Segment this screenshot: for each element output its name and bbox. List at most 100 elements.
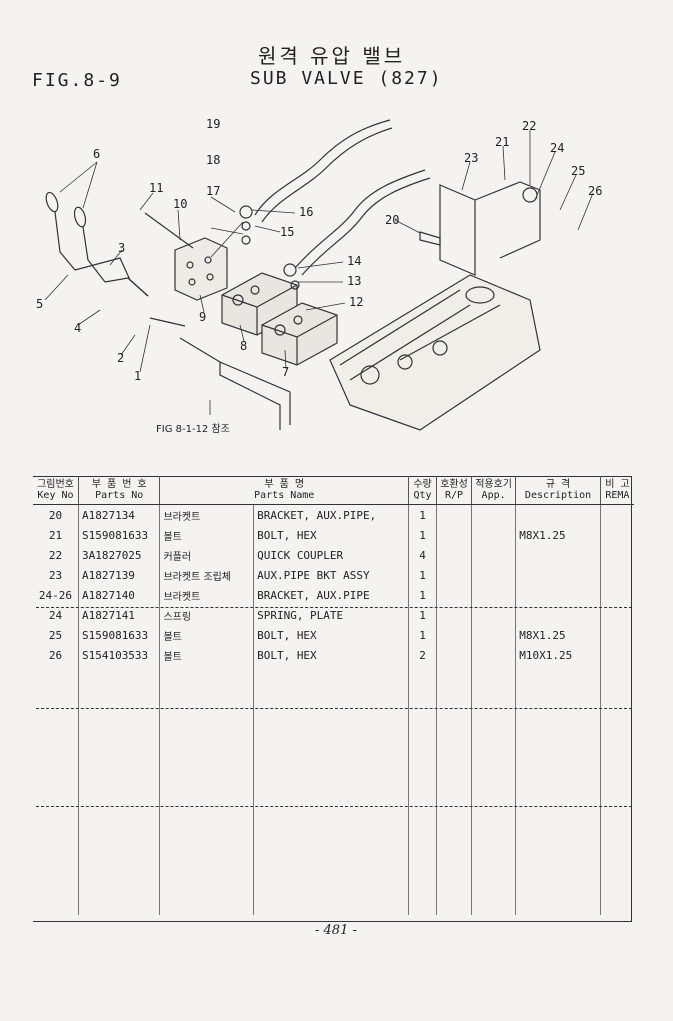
cell-remarks — [600, 585, 634, 605]
cell-qty: 1 — [408, 525, 438, 545]
svg-text:24: 24 — [550, 141, 564, 155]
cell-qty: 4 — [408, 545, 438, 565]
cell-remarks — [600, 645, 634, 665]
cell-part-no: S159081633 — [78, 525, 161, 545]
cell-name: BRACKET, AUX.PIPE, — [253, 504, 409, 525]
cell-remarks — [600, 545, 634, 565]
pin-1 — [149, 317, 186, 327]
cell-key: 25 — [33, 625, 79, 645]
cell-name-ko: 브라켓트 — [159, 504, 255, 525]
group-separator — [36, 806, 632, 807]
cell-app — [471, 504, 517, 525]
svg-text:5: 5 — [36, 297, 43, 311]
svg-text:8: 8 — [240, 339, 247, 353]
svg-text:2: 2 — [117, 351, 124, 365]
transmission-housing — [329, 274, 541, 431]
cell-key: 24 — [33, 605, 79, 625]
cell-key: 24-26 — [33, 585, 79, 605]
aux-pipe-bracket-23 — [439, 184, 476, 276]
svg-text:17: 17 — [206, 184, 220, 198]
cell-name-ko: 볼트 — [159, 525, 255, 545]
svg-text:25: 25 — [571, 164, 585, 178]
cell-key: 23 — [33, 565, 79, 585]
cell-key: 20 — [33, 504, 79, 525]
cell-rp — [436, 585, 472, 605]
cell-name-ko: 커플러 — [159, 545, 255, 565]
cell-qty: 1 — [408, 625, 438, 645]
title-english: SUB VALVE (827) — [250, 68, 443, 89]
svg-text:13: 13 — [347, 274, 361, 288]
cell-name: QUICK COUPLER — [253, 545, 409, 565]
cell-rp — [436, 525, 472, 545]
svg-text:22: 22 — [522, 119, 536, 133]
cell-desc — [515, 565, 601, 585]
cell-name-ko: 스프링 — [159, 605, 255, 625]
svg-text:6: 6 — [93, 147, 100, 161]
title-korean: 원격 유압 밸브 — [258, 44, 406, 68]
cell-name: BOLT, HEX — [253, 625, 409, 645]
figure-label: FIG.8-9 — [32, 70, 122, 91]
cell-name-ko: 볼트 — [159, 645, 255, 665]
cell-app — [471, 525, 517, 545]
page-number: - 481 - — [315, 923, 357, 938]
cell-name: SPRING, PLATE — [253, 605, 409, 625]
hydraulic-pipe-14 — [294, 169, 426, 269]
cell-name: BOLT, HEX — [253, 645, 409, 665]
svg-text:21: 21 — [495, 135, 509, 149]
cell-name: BRACKET, AUX.PIPE — [253, 585, 409, 605]
cell-qty: 1 — [408, 585, 438, 605]
cell-desc: M8X1.25 — [515, 525, 601, 545]
cell-rp — [436, 645, 472, 665]
cell-desc — [515, 605, 601, 625]
cell-part-no: A1827134 — [78, 504, 161, 525]
svg-text:3: 3 — [118, 241, 125, 255]
cell-remarks — [600, 625, 634, 645]
cell-name-ko: 브라켓트 — [159, 585, 255, 605]
svg-text:4: 4 — [74, 321, 81, 335]
svg-text:11: 11 — [149, 181, 163, 195]
cell-rp — [436, 545, 472, 565]
cell-app — [471, 605, 517, 625]
cell-qty: 1 — [408, 504, 438, 525]
cell-rp — [436, 605, 472, 625]
cell-part-no: A1827141 — [78, 605, 161, 625]
cell-app — [471, 545, 517, 565]
lever-handles-6 — [45, 191, 106, 283]
cell-part-no: A1827139 — [78, 565, 161, 585]
mount-bracket — [179, 337, 291, 430]
table-blank-area — [33, 665, 634, 915]
cell-rp — [436, 625, 472, 645]
sub-valve-section-7 — [261, 302, 338, 366]
cell-desc — [515, 545, 601, 565]
cell-key: 22 — [33, 545, 79, 565]
svg-text:15: 15 — [280, 225, 294, 239]
cell-remarks — [600, 505, 634, 526]
svg-text:18: 18 — [206, 153, 220, 167]
tie-bolt-10 — [144, 212, 194, 249]
group-separator — [36, 607, 632, 608]
cell-desc — [515, 585, 601, 605]
cell-app — [471, 645, 517, 665]
svg-text:12: 12 — [349, 295, 363, 309]
cell-rp — [436, 504, 472, 525]
svg-text:23: 23 — [464, 151, 478, 165]
svg-text:19: 19 — [206, 117, 220, 131]
cell-remarks — [600, 565, 634, 585]
